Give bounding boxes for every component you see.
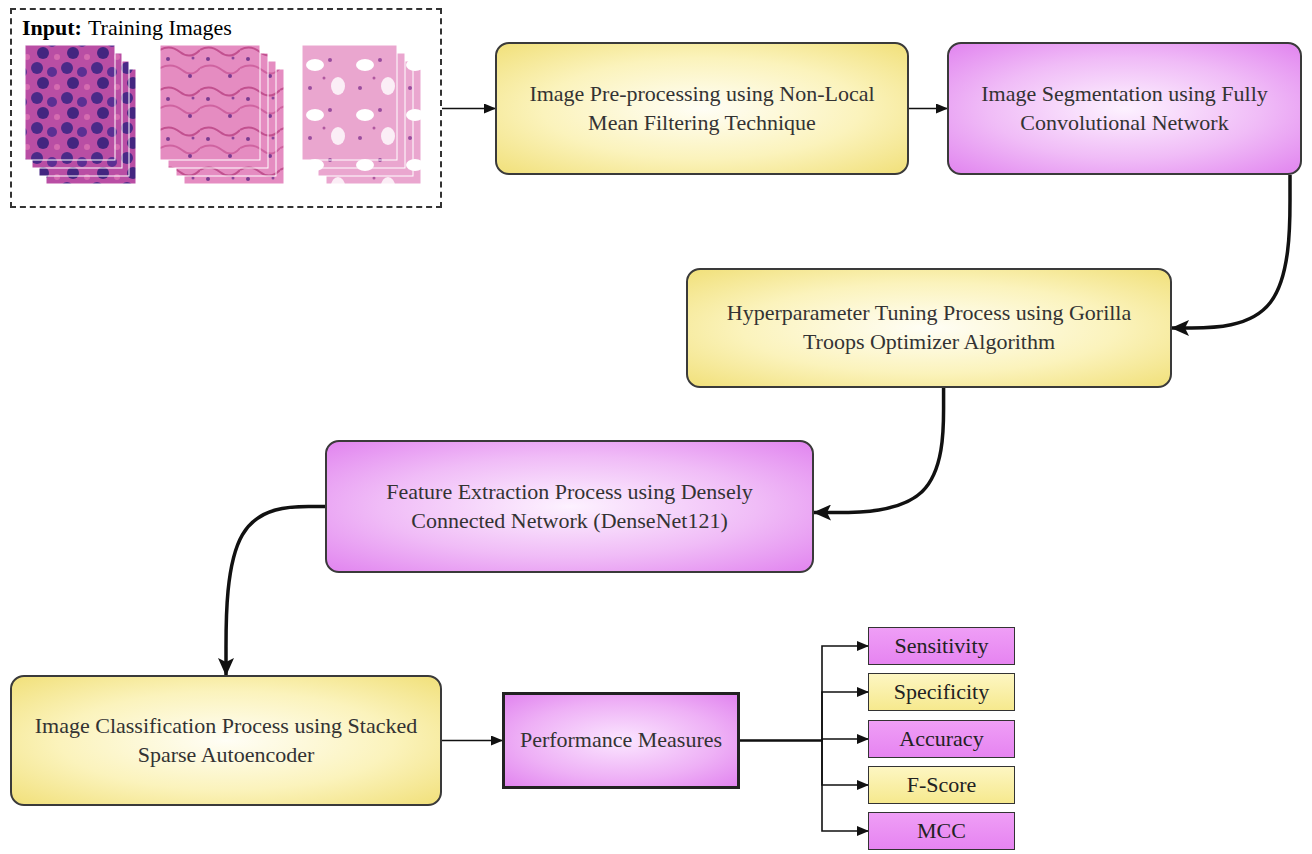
node-label: Specificity: [894, 678, 989, 707]
image-stack: [160, 45, 284, 184]
metric-box: F-Score: [868, 766, 1015, 804]
histology-image: [184, 69, 284, 184]
image-stack: [25, 45, 136, 184]
histology-image: [32, 53, 122, 168]
histology-image: [326, 69, 421, 184]
input-heading: Input:: [22, 14, 82, 43]
flow-arrow: [1172, 175, 1290, 328]
metric-box: Accuracy: [868, 720, 1015, 758]
process-box: Feature Extraction Process using Densely…: [325, 440, 814, 573]
node-label: Accuracy: [899, 725, 983, 754]
flow-arrow: [442, 108, 495, 110]
flow-arrow: [814, 388, 944, 513]
node-label: Sensitivity: [894, 632, 988, 661]
node-label: Performance Measures: [520, 726, 722, 755]
metric-box: Sensitivity: [868, 627, 1015, 665]
histology-image: [168, 53, 268, 168]
node-label: Image Pre-processing using Non-Local Mea…: [513, 80, 891, 137]
process-box: Image Segmentation using Fully Convoluti…: [947, 42, 1302, 175]
histology-image: [302, 45, 397, 160]
flow-arrow: [442, 740, 502, 742]
histology-image: [310, 53, 405, 168]
node-label: Image Segmentation using Fully Convoluti…: [965, 80, 1284, 137]
flow-arrow: [909, 108, 947, 110]
histology-image: [46, 69, 136, 184]
input-box: Input:Training Images: [10, 8, 442, 208]
metric-box: MCC: [868, 812, 1015, 850]
node-label: MCC: [917, 817, 966, 846]
flow-arrow: [740, 739, 868, 741]
flow-arrow: [226, 507, 325, 676]
histology-image: [176, 61, 276, 176]
flow-arrow: [740, 646, 868, 741]
histology-image: [25, 45, 115, 160]
node-label: F-Score: [907, 771, 977, 800]
process-box: Image Pre-processing using Non-Local Mea…: [495, 42, 909, 175]
histology-image: [39, 61, 129, 176]
node-label: Image Classification Process using Stack…: [28, 712, 424, 769]
process-box: Image Classification Process using Stack…: [10, 675, 442, 806]
flow-arrow: [740, 741, 868, 786]
histology-image: [318, 61, 413, 176]
metric-box: Specificity: [868, 673, 1015, 711]
image-stack: [302, 45, 421, 184]
node-label: Training Images: [88, 14, 232, 43]
node-label: Feature Extraction Process using Densely…: [343, 478, 796, 535]
histology-image: [160, 45, 260, 160]
process-box: Hyperparameter Tuning Process using Gori…: [686, 268, 1172, 388]
node-label: Hyperparameter Tuning Process using Gori…: [704, 299, 1154, 356]
measures-box: Performance Measures: [502, 692, 740, 789]
flow-arrow: [740, 741, 868, 832]
flow-arrow: [740, 692, 868, 741]
